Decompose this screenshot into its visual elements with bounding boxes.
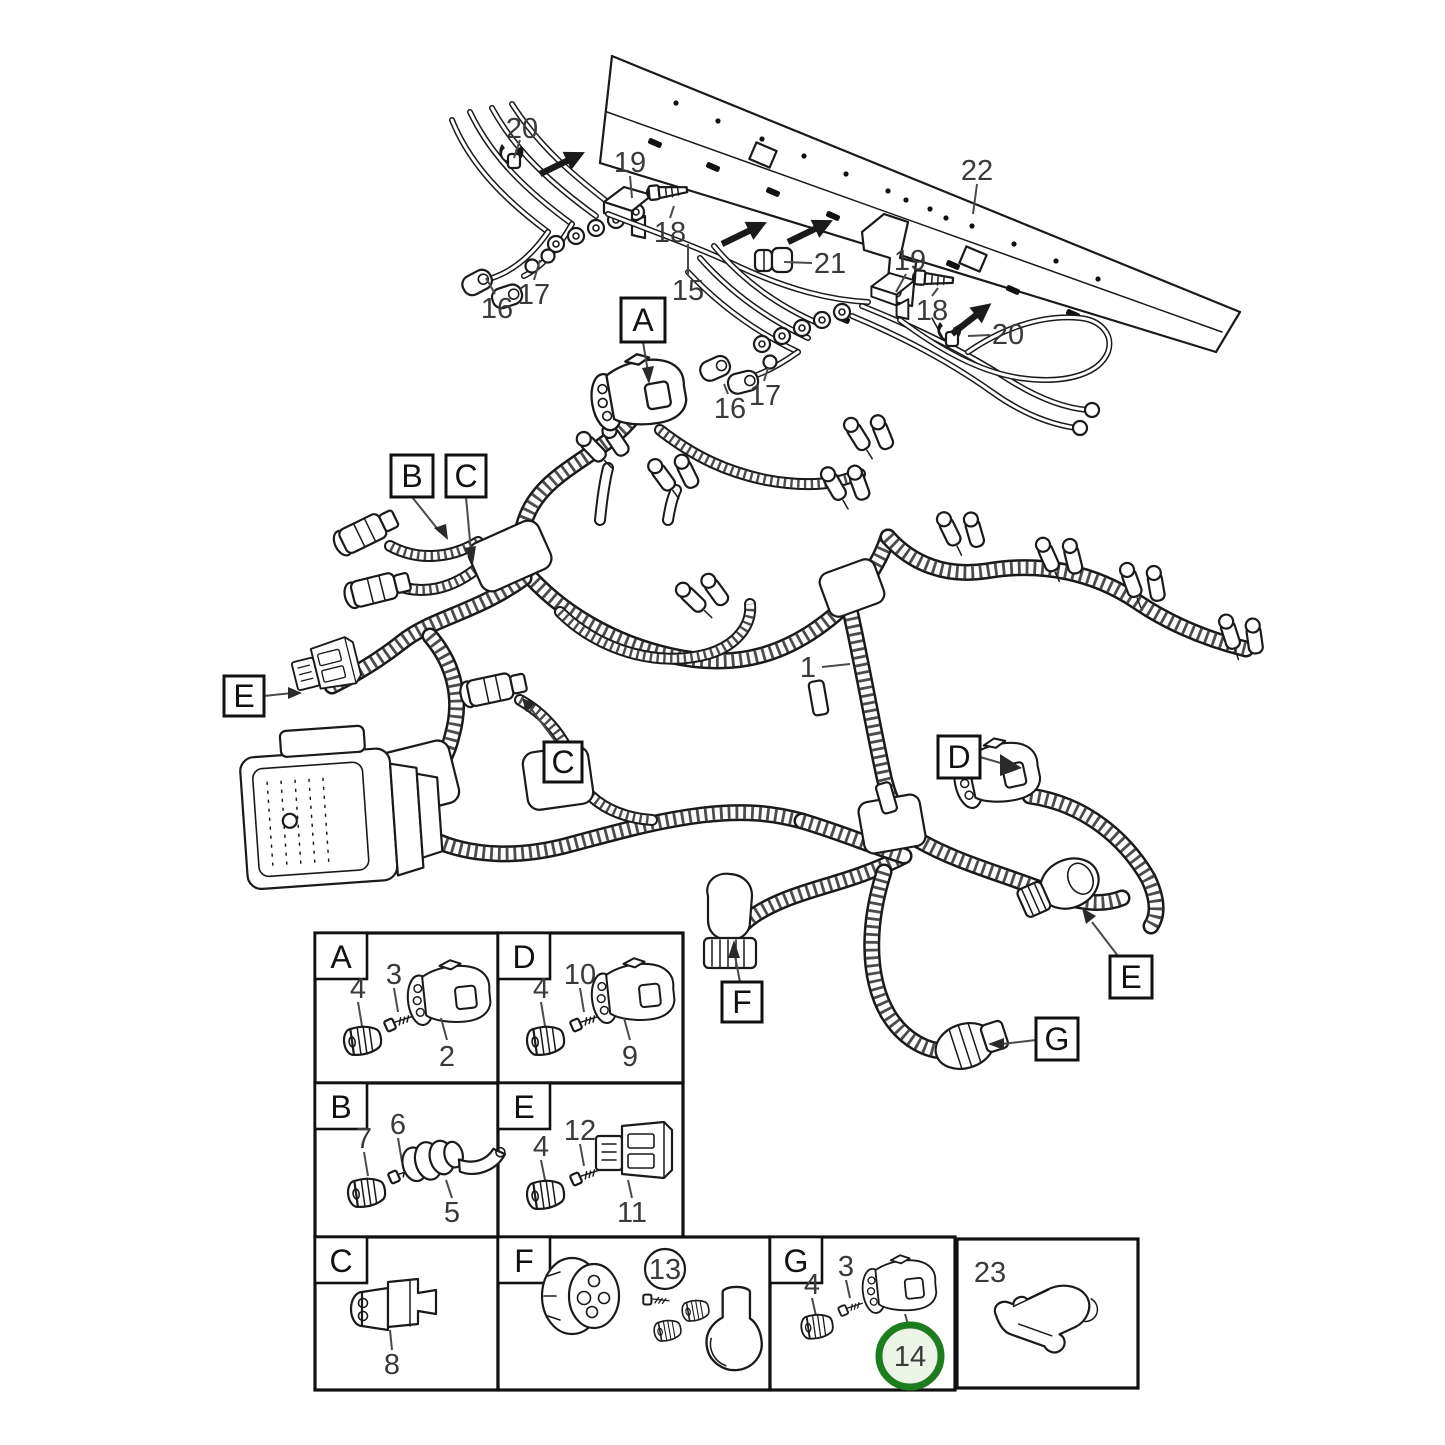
legend-g-content: 4 3 14: [798, 1250, 945, 1391]
ecu-connector-block: [239, 724, 444, 891]
label-19-left: 19: [614, 147, 646, 179]
legend-c-main: 8: [384, 1349, 400, 1381]
pipe-bundle-right: [605, 211, 1113, 437]
label-15: 15: [672, 275, 704, 307]
connector-a-target: [583, 345, 692, 435]
circled-number-13: [643, 1247, 687, 1291]
banjo-eyelet-16: [696, 352, 734, 385]
label-16-left: 16: [481, 293, 513, 325]
callout-box-e-right: [1108, 954, 1154, 1000]
sensor-b2-target: [340, 567, 414, 611]
callout-letter-a: A: [632, 302, 654, 338]
legend-letter-c: C: [329, 1243, 352, 1279]
legend-e-content: 4 12 11: [524, 1115, 674, 1229]
connector-e-left-target: [287, 634, 364, 699]
legend-letter-a: A: [330, 939, 352, 975]
label-17-left: 17: [518, 279, 550, 311]
legend-b-item1: 7: [356, 1123, 372, 1155]
highlight-circle-14: [875, 1321, 945, 1391]
callout-box-g: [1034, 1016, 1080, 1062]
legend-a-content: 4 3 2: [341, 955, 494, 1073]
callout-box-e-left: [222, 674, 266, 718]
label-21: 21: [814, 248, 846, 280]
legend-letter-b: B: [330, 1089, 351, 1125]
legend-grid: A D B E C F G 23 4 3 2 4 10: [313, 931, 1140, 1392]
legend-f-main: 13: [649, 1254, 681, 1286]
washer-17: [540, 248, 556, 264]
callout-box-f: [720, 980, 764, 1024]
legend-d-content: 4 10 9: [524, 953, 678, 1073]
legend-b-content: 7 6 5: [345, 1109, 510, 1229]
legend-letter-d: D: [512, 939, 535, 975]
callout-letter-e-right: E: [1120, 959, 1141, 995]
clamp-21: [753, 246, 794, 274]
label-18-left: 18: [654, 217, 686, 249]
label-19-right: 19: [894, 245, 926, 277]
label-22: 22: [961, 155, 993, 187]
label-20-right: 20: [992, 319, 1024, 351]
figure-labels: 20 19 18 16 17 15 21 19 18 20 22 16 17 1: [481, 113, 1024, 684]
legend-g-item1: 4: [804, 1269, 820, 1301]
callout-box-d: [936, 734, 982, 780]
legend-letter-f: F: [514, 1243, 534, 1279]
legend-d-item1: 4: [533, 973, 549, 1005]
harness-connectors: [239, 345, 1100, 1070]
callout-letter-g: G: [1045, 1021, 1070, 1057]
legend-d-main: 9: [622, 1041, 638, 1073]
label-18-right: 18: [916, 295, 948, 327]
legend-a-main: 2: [439, 1041, 455, 1073]
legend-c-content: 8: [349, 1277, 438, 1381]
pipe-bundle-left: [449, 101, 689, 312]
legend-letter-e: E: [513, 1089, 534, 1125]
bolt-18: [645, 181, 689, 202]
callout-letter-d: D: [947, 739, 970, 775]
label-16-right: 16: [714, 393, 746, 425]
rail-round-holes: [673, 100, 1101, 282]
callout-letter-b: B: [401, 458, 422, 494]
callout-letter-e-left: E: [233, 678, 254, 714]
legend-e-main: 11: [617, 1197, 647, 1229]
legend-b-item2: 6: [390, 1109, 406, 1141]
washer-17: [762, 354, 778, 370]
connector-e-right-target: [1016, 857, 1100, 918]
callout-box-c2: [542, 740, 584, 784]
legend-letter-g: G: [784, 1243, 809, 1279]
callout-box-c1: [444, 453, 488, 499]
label-20-left: 20: [506, 113, 538, 145]
callout-letter-c1: C: [454, 458, 477, 494]
legend-f-content: 13: [540, 1247, 763, 1372]
legend-b-main: 5: [444, 1197, 460, 1229]
label-1-harness: 1: [800, 652, 816, 684]
legend-a-item1: 4: [350, 973, 366, 1005]
callout-box-a: [619, 296, 667, 344]
legend-a-item2: 3: [386, 959, 402, 991]
legend-d-item2: 10: [564, 959, 596, 991]
legend-e-item1: 4: [533, 1131, 549, 1163]
label-17-right: 17: [749, 380, 781, 412]
callout-box-b: [389, 453, 435, 499]
callout-letter-f: F: [732, 984, 752, 1020]
pipe-fittings: [752, 302, 1101, 437]
callout-boxes: A B C E C D F E G: [222, 296, 1154, 1062]
legend-label-23: 23: [974, 1257, 1006, 1289]
legend-e-item2: 12: [564, 1115, 596, 1147]
legend-g-item2: 3: [838, 1251, 854, 1283]
callout-letter-c2: C: [551, 744, 574, 780]
legend-g-main-highlighted: 14: [894, 1341, 926, 1373]
